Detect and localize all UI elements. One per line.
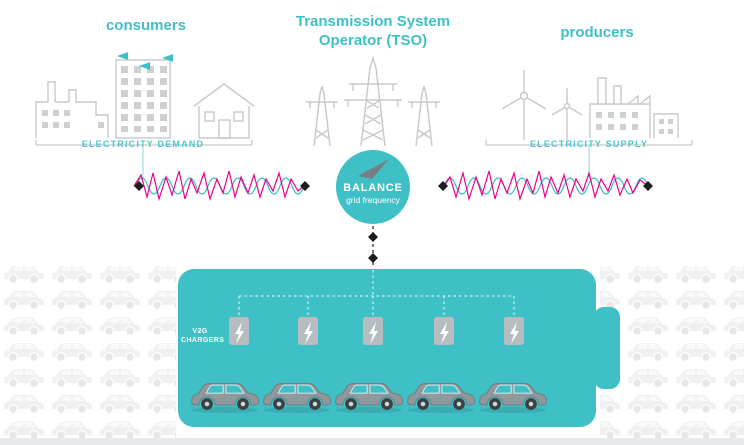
producers-buildings-illustration <box>501 70 679 140</box>
v2g-chargers-label: V2G CHARGERS <box>181 327 225 345</box>
demand-bracket <box>35 140 253 146</box>
diamond-arrow-icon <box>368 232 378 263</box>
supply-signal-waves <box>443 170 649 202</box>
balance-title: BALANCE <box>343 182 403 194</box>
flag-icon <box>117 52 173 70</box>
transmission-tower-icon <box>306 55 440 147</box>
consumers-buildings-illustration <box>35 52 255 139</box>
v2g-charger <box>504 317 524 345</box>
lightning-bolt-icon <box>510 322 519 344</box>
v2g-charger <box>434 317 454 345</box>
electricity-supply-label: ELECTRICITY SUPPLY <box>529 139 649 149</box>
balance-circle <box>336 150 410 224</box>
ev-car-fleet <box>191 382 547 413</box>
gauge-needle-icon <box>358 159 389 179</box>
charger-wiring <box>238 270 515 317</box>
v2g-label-line2: CHARGERS <box>181 337 225 344</box>
demand-signal-waves <box>133 170 305 202</box>
v2g-charger <box>229 317 249 345</box>
wind-turbine-icon <box>501 70 583 140</box>
v2g-chargers <box>229 317 524 345</box>
tso-heading-line1: Transmission System <box>295 13 451 30</box>
tso-heading: Transmission System Operator (TSO) <box>282 12 464 50</box>
battery-terminal <box>594 307 620 389</box>
v2g-label-line1: V2G <box>192 328 208 335</box>
v2g-charger <box>298 317 318 345</box>
lightning-bolt-icon <box>440 322 449 344</box>
electricity-demand-label: ELECTRICITY DEMAND <box>81 139 205 149</box>
grid-frequency-label: grid frequency <box>346 195 400 205</box>
producers-heading: producers <box>560 24 634 41</box>
consumers-heading: consumers <box>105 17 187 34</box>
background-cars-right <box>600 266 744 445</box>
lightning-bolt-icon <box>235 322 244 344</box>
lightning-bolt-icon <box>304 322 313 344</box>
footer-strip <box>0 438 744 445</box>
background-cars-left <box>0 266 176 445</box>
lightning-bolt-icon <box>369 322 378 344</box>
tso-heading-line2: Operator (TSO) <box>318 32 428 49</box>
v2g-charger <box>363 317 383 345</box>
